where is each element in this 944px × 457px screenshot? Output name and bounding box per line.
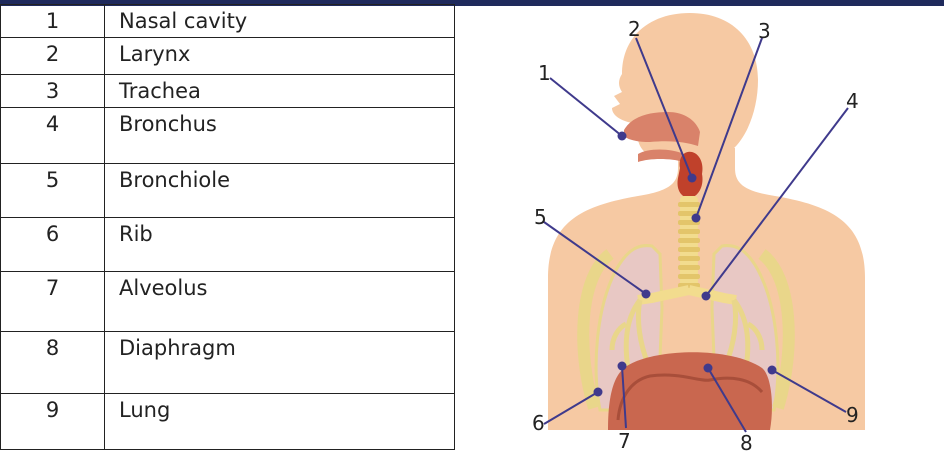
row-number: 3 — [1, 75, 105, 108]
diagram-label-6: 6 — [532, 411, 545, 435]
leader-dot-4 — [702, 292, 711, 301]
leader-line-1 — [550, 78, 622, 136]
trachea-ring — [678, 265, 700, 270]
row-term: Lung — [105, 394, 455, 450]
table-row: 1 Nasal cavity — [1, 5, 455, 38]
row-number: 4 — [1, 108, 105, 164]
respiratory-system-illustration: 1 2 3 4 5 6 7 8 9 — [500, 8, 920, 453]
row-term: Nasal cavity — [105, 5, 455, 38]
diagram-label-7: 7 — [618, 429, 631, 453]
table-row: 2 Larynx — [1, 38, 455, 75]
row-number: 9 — [1, 394, 105, 450]
leader-dot-7 — [618, 362, 627, 371]
table-row: 5 Bronchiole — [1, 164, 455, 218]
row-number: 5 — [1, 164, 105, 218]
row-term: Bronchiole — [105, 164, 455, 218]
leader-dot-3 — [692, 214, 701, 223]
row-term: Diaphragm — [105, 332, 455, 394]
row-number: 6 — [1, 218, 105, 272]
table-row: 4 Bronchus — [1, 108, 455, 164]
row-number: 1 — [1, 5, 105, 38]
table-row: 6 Rib — [1, 218, 455, 272]
leader-dot-8 — [704, 364, 713, 373]
table-row: 3 Trachea — [1, 75, 455, 108]
trachea-ring — [678, 256, 700, 261]
diagram-label-9: 9 — [846, 403, 859, 427]
diagram-label-5: 5 — [534, 205, 547, 229]
row-term: Trachea — [105, 75, 455, 108]
diagram-label-8: 8 — [740, 431, 753, 453]
diagram-label-4: 4 — [846, 89, 859, 113]
leader-dot-2 — [688, 174, 697, 183]
table-row: 7 Alveolus — [1, 272, 455, 332]
row-term: Rib — [105, 218, 455, 272]
trachea-ring — [678, 247, 700, 252]
table-row: 9 Lung — [1, 394, 455, 450]
diagram-label-3: 3 — [758, 19, 771, 43]
row-term: Larynx — [105, 38, 455, 75]
leader-dot-6 — [594, 388, 603, 397]
trachea-ring — [678, 229, 700, 234]
leader-dot-5 — [642, 290, 651, 299]
trachea-ring — [678, 238, 700, 243]
row-number: 7 — [1, 272, 105, 332]
row-term: Alveolus — [105, 272, 455, 332]
table-row: 8 Diaphragm — [1, 332, 455, 394]
respiratory-diagram: 1 2 3 4 5 6 7 8 9 — [500, 8, 920, 453]
leader-dot-9 — [768, 366, 777, 375]
row-number: 8 — [1, 332, 105, 394]
diagram-label-1: 1 — [538, 61, 551, 85]
term-table: 1 Nasal cavity 2 Larynx 3 Trachea 4 Bron… — [0, 4, 455, 450]
trachea-ring — [678, 274, 700, 279]
row-term: Bronchus — [105, 108, 455, 164]
diaphragm-shape — [608, 352, 772, 430]
row-number: 2 — [1, 38, 105, 75]
leader-dot-1 — [618, 132, 627, 141]
diagram-label-2: 2 — [628, 17, 641, 41]
trachea-ring — [678, 202, 700, 207]
